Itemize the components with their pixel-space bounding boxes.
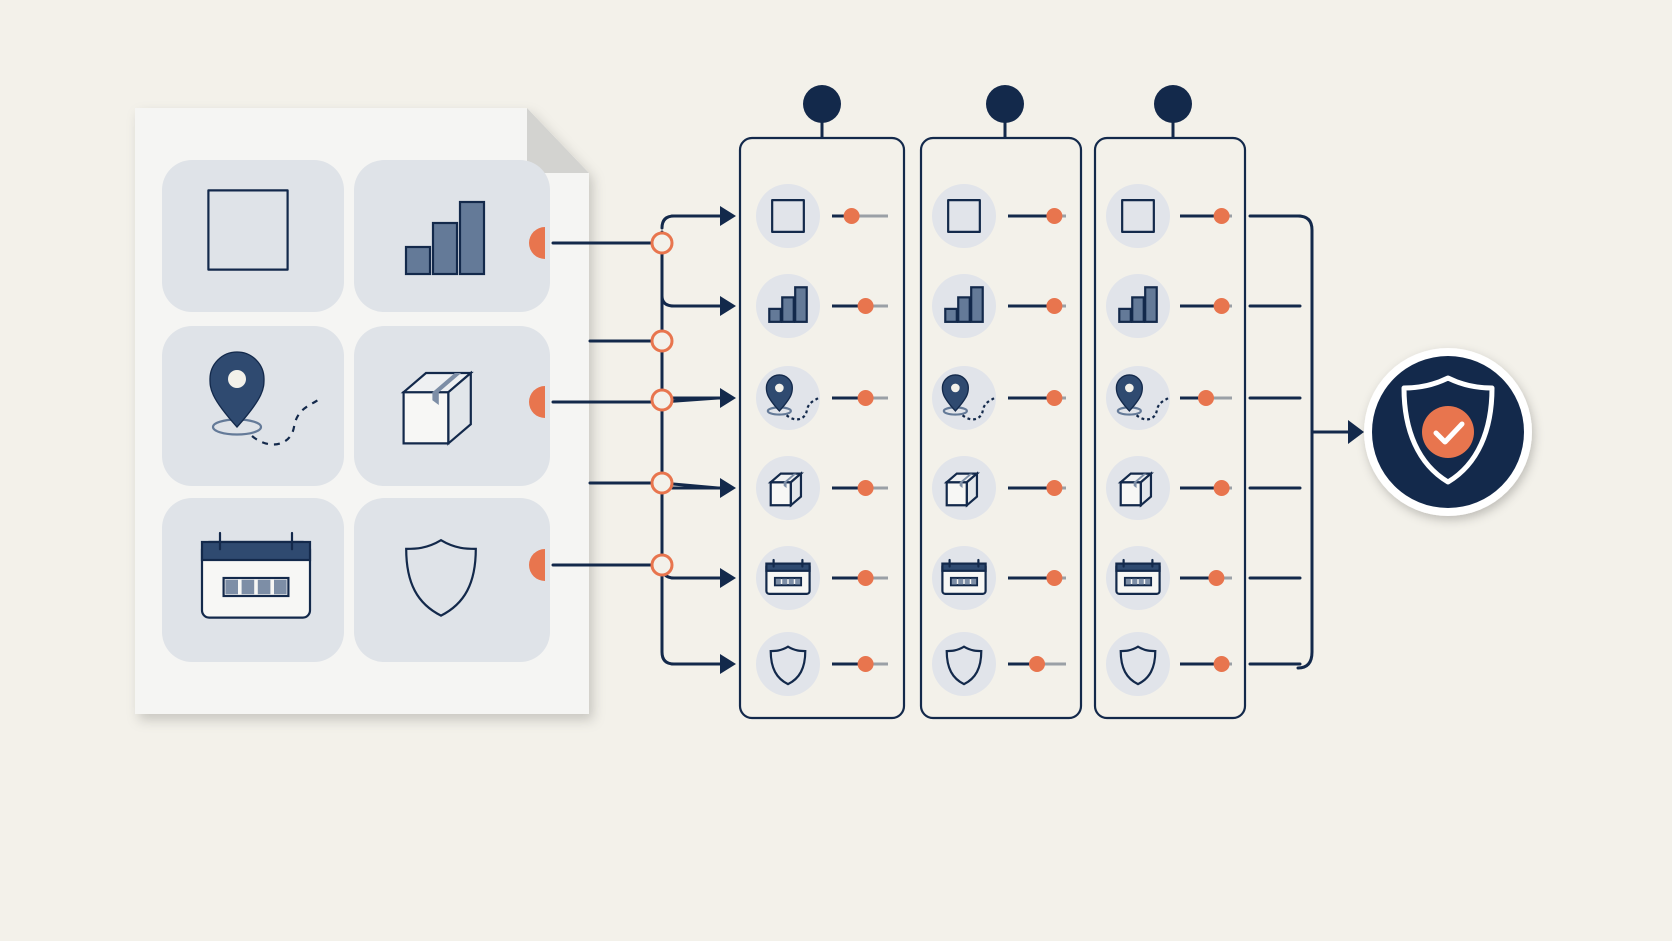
slider-knob xyxy=(857,570,874,586)
slider-knob xyxy=(857,656,874,672)
slider-knob xyxy=(1213,480,1230,496)
calendar-icon xyxy=(941,558,987,595)
slider-knob xyxy=(1046,390,1063,406)
bus-line xyxy=(660,214,676,230)
row-icon-badge xyxy=(756,184,820,248)
slider-knob xyxy=(1029,656,1045,672)
junction-node xyxy=(650,471,674,495)
row-icon-badge xyxy=(1106,184,1170,248)
pin-head xyxy=(1154,85,1192,123)
location-pin-route-icon xyxy=(209,351,319,446)
checklist-column-1 xyxy=(738,85,906,720)
slider-knob xyxy=(857,480,874,496)
calendar-icon xyxy=(1115,558,1161,595)
slider-knob xyxy=(1213,298,1230,314)
frame-dimensions-icon xyxy=(1121,199,1155,233)
slider-knob xyxy=(1046,480,1063,496)
arrowhead xyxy=(720,478,736,498)
arrowhead xyxy=(720,206,736,226)
pin-head xyxy=(803,85,841,123)
junction-node xyxy=(650,231,674,255)
slider-knob xyxy=(1208,570,1225,586)
junction-node xyxy=(650,553,674,577)
document-section-tile xyxy=(354,498,550,662)
package-box-icon xyxy=(767,471,804,508)
slider-knob xyxy=(1213,656,1230,672)
document-port-dot xyxy=(529,227,545,259)
checklist-column-2 xyxy=(919,85,1083,720)
shield-icon xyxy=(1119,645,1157,686)
bar-chart-icon xyxy=(768,286,808,323)
slider-knob xyxy=(1046,570,1063,586)
package-box-icon xyxy=(1117,471,1154,508)
slider-knob xyxy=(1046,208,1063,224)
slider-knob xyxy=(857,390,874,406)
row-icon-badge xyxy=(932,632,996,696)
slider-knob xyxy=(1046,298,1063,314)
frame-dimensions-icon xyxy=(771,199,805,233)
frame-dimensions-icon xyxy=(207,189,289,271)
document-port-dot xyxy=(529,549,545,581)
calendar-icon xyxy=(765,558,811,595)
bar-chart-icon xyxy=(944,286,984,323)
check-mark-icon xyxy=(1433,421,1465,445)
frame-dimensions-icon xyxy=(947,199,981,233)
slider-knob xyxy=(857,298,874,314)
bar-chart-icon xyxy=(1118,286,1158,323)
package-box-icon xyxy=(943,471,980,508)
slider-knob xyxy=(1198,390,1214,406)
checklist-frame xyxy=(919,136,1083,720)
shield-icon xyxy=(945,645,983,686)
location-pin-route-icon xyxy=(1115,374,1169,421)
arrowhead xyxy=(1348,420,1364,444)
location-pin-route-icon xyxy=(765,374,819,421)
document-page-fold xyxy=(527,108,589,173)
document-section-tile xyxy=(162,160,344,312)
location-pin-route-icon xyxy=(941,374,995,421)
bar-chart-icon xyxy=(404,200,486,276)
bus-line xyxy=(660,230,676,666)
row-icon-badge xyxy=(932,184,996,248)
shield-check-icon xyxy=(1401,375,1495,485)
check-circle xyxy=(1422,406,1474,458)
shield-icon xyxy=(405,538,477,617)
pin-head xyxy=(986,85,1024,123)
row-icon-badge xyxy=(756,632,820,696)
checklist-column-3 xyxy=(1093,85,1247,720)
arrowhead xyxy=(720,388,736,408)
calendar-icon xyxy=(200,531,312,619)
shield-icon xyxy=(769,645,807,686)
collector-bus xyxy=(1296,214,1314,670)
document-port-dot xyxy=(529,386,545,418)
slider-knob xyxy=(843,208,860,224)
junction-node xyxy=(650,388,674,412)
row-icon-badge xyxy=(1106,632,1170,696)
checklist-frame xyxy=(1093,136,1247,720)
package-box-icon xyxy=(400,370,474,446)
junction-node xyxy=(650,329,674,353)
arrowhead xyxy=(720,654,736,674)
checklist-frame xyxy=(738,136,906,720)
slider-knob xyxy=(1213,208,1230,224)
arrowhead xyxy=(720,568,736,588)
approval-badge xyxy=(1364,348,1532,516)
arrowhead xyxy=(720,296,736,316)
